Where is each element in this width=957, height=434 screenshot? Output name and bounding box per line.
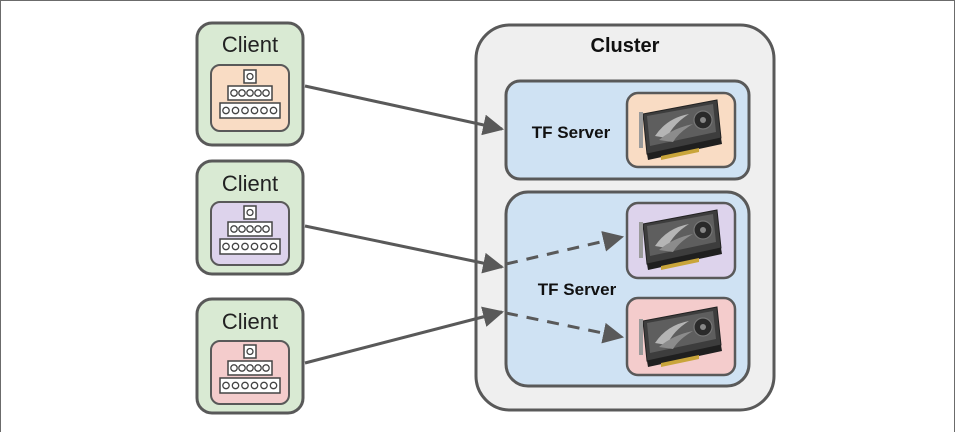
client-2: Client — [195, 159, 305, 276]
graph-icon — [219, 205, 281, 255]
arrow-client3-to-server2 — [304, 306, 505, 365]
client-label: Client — [222, 309, 278, 334]
graph-icon — [219, 344, 281, 394]
arrow-client1-to-server1 — [304, 84, 505, 136]
client-label: Client — [222, 171, 278, 196]
arrow-client2-to-server2 — [304, 224, 505, 274]
tf-server-label-2: TF Server — [538, 280, 617, 299]
client-3: Client — [195, 297, 305, 415]
graph-icon — [219, 69, 281, 119]
cluster-title: Cluster — [591, 35, 660, 57]
client-1: Client — [195, 21, 305, 147]
client-label: Client — [222, 32, 278, 57]
tf-server-label-1: TF Server — [532, 123, 611, 142]
